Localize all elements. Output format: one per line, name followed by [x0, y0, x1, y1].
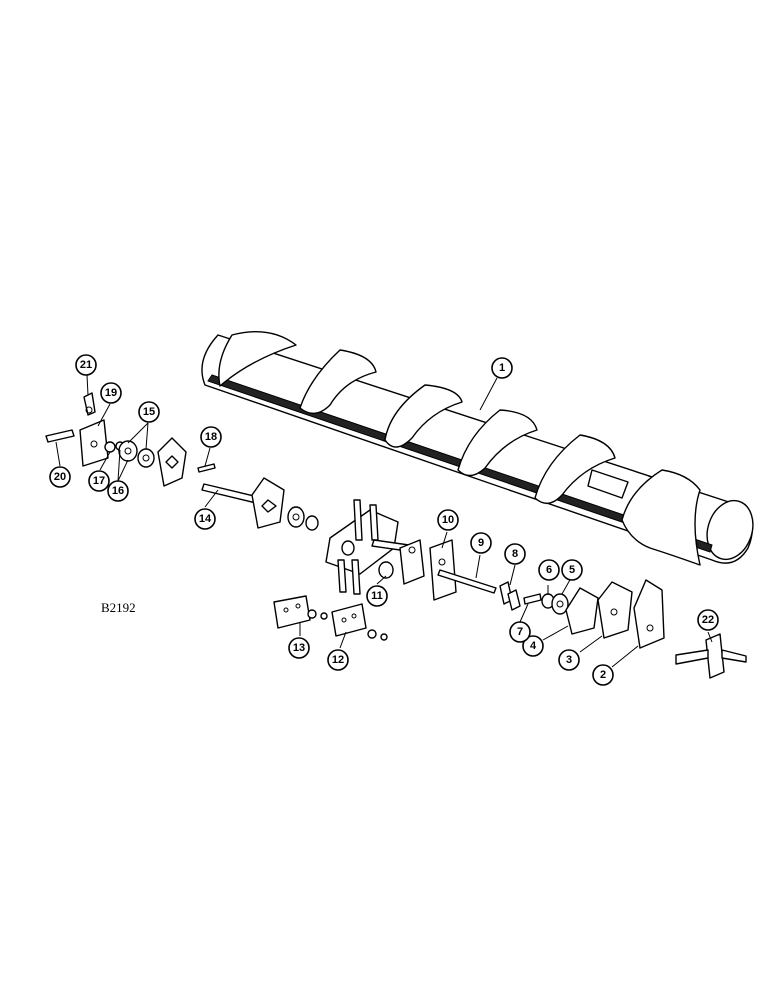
svg-text:21: 21 — [80, 359, 92, 371]
svg-text:20: 20 — [54, 471, 66, 483]
callout-9: 9 — [470, 532, 492, 554]
auger-tube — [201, 330, 754, 566]
svg-text:5: 5 — [569, 564, 575, 576]
svg-text:7: 7 — [517, 626, 523, 638]
svg-text:18: 18 — [205, 431, 217, 443]
right-end-parts — [523, 579, 747, 679]
svg-text:17: 17 — [93, 475, 105, 487]
callout-5: 5 — [561, 559, 583, 581]
svg-text:6: 6 — [546, 564, 552, 576]
svg-text:13: 13 — [293, 642, 305, 654]
callout-4: 4 — [522, 635, 544, 657]
callout-3: 3 — [558, 649, 580, 671]
drawing-id: B2192 — [101, 600, 136, 615]
callout-2: 2 — [592, 664, 614, 686]
callout-16: 16 — [107, 480, 129, 502]
callout-7: 7 — [509, 621, 531, 643]
callout-1: 1 — [491, 357, 513, 379]
callout-20: 20 — [49, 466, 71, 488]
svg-text:2: 2 — [600, 669, 606, 681]
callout-21: 21 — [75, 354, 97, 376]
svg-text:4: 4 — [530, 640, 537, 652]
svg-text:8: 8 — [512, 548, 518, 560]
svg-text:14: 14 — [199, 513, 212, 525]
center-hanger — [273, 499, 521, 641]
callout-12: 12 — [327, 649, 349, 671]
svg-text:15: 15 — [143, 406, 155, 418]
svg-text:1: 1 — [499, 362, 505, 374]
callout-6: 6 — [538, 559, 560, 581]
svg-text:9: 9 — [478, 537, 484, 549]
callout-14: 14 — [194, 508, 216, 530]
svg-text:11: 11 — [371, 590, 383, 602]
callout-15: 15 — [138, 401, 160, 423]
svg-text:22: 22 — [702, 614, 714, 626]
callout-13: 13 — [288, 637, 310, 659]
leader-lines — [55, 374, 713, 668]
callout-11: 11 — [366, 585, 388, 607]
callout-19: 19 — [100, 382, 122, 404]
svg-text:16: 16 — [112, 485, 124, 497]
callout-17: 17 — [88, 470, 110, 492]
svg-text:10: 10 — [442, 514, 454, 526]
svg-text:19: 19 — [105, 387, 117, 399]
svg-text:12: 12 — [332, 654, 344, 666]
left-end-parts — [45, 392, 319, 531]
callout-22: 22 — [697, 609, 719, 631]
callout-8: 8 — [504, 543, 526, 565]
callout-10: 10 — [437, 509, 459, 531]
svg-text:3: 3 — [566, 654, 572, 666]
callout-18: 18 — [200, 426, 222, 448]
